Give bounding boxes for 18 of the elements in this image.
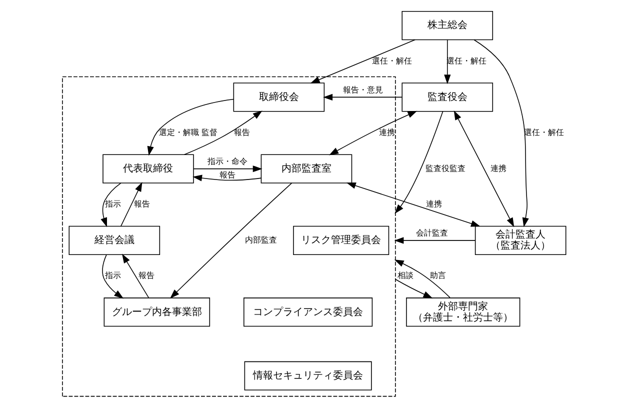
edge-label: 連携 — [426, 200, 442, 209]
edge-label: 選任・解任 — [371, 56, 412, 66]
edge-label: 指示・命令 — [206, 157, 247, 166]
edge-label: 連携 — [378, 128, 394, 137]
edge-label: 連携 — [490, 164, 506, 173]
edge-label: 内部監査 — [244, 235, 276, 244]
edge-label: 監査役監査 — [424, 164, 465, 173]
edge-label: 選定・解職 監督 — [158, 128, 218, 137]
edge-label: 報告 — [133, 200, 150, 209]
edge-label: 指示 — [104, 271, 120, 280]
edge-label: 相談 — [397, 271, 414, 280]
edge-label: 助言 — [429, 271, 446, 280]
edge-label: 報告 — [138, 271, 154, 280]
edge-label: 会計監査 — [416, 228, 448, 238]
edge-label: 報告・意見 — [342, 85, 383, 94]
edge-label: 報告 — [233, 128, 250, 137]
edge-label: 指示 — [104, 200, 120, 209]
edge-label: 報告 — [218, 170, 235, 180]
